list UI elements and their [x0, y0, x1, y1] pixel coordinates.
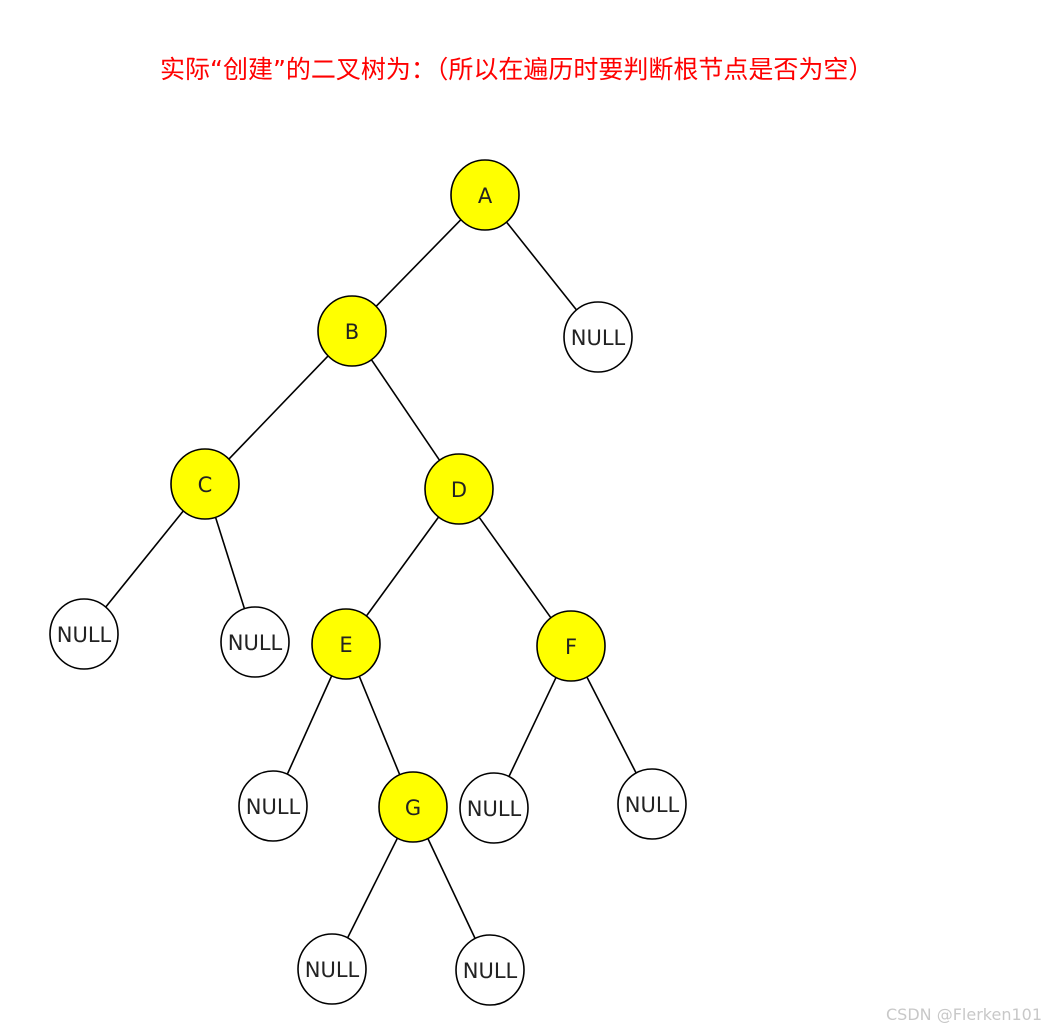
node-label: NULL [57, 623, 112, 647]
null-node: NULL [220, 606, 290, 678]
node-circle [424, 453, 494, 525]
node-circle [459, 772, 529, 844]
node-circle [170, 448, 240, 520]
node-label: D [451, 478, 467, 502]
node-label: NULL [571, 326, 626, 350]
node-circle [455, 934, 525, 1006]
node-label: A [478, 184, 493, 208]
edge-C-nC2 [214, 516, 246, 610]
node-label: E [339, 633, 352, 657]
node-label: B [345, 320, 359, 344]
tree-node-G: G [378, 771, 448, 843]
edge-G-nG1 [346, 837, 399, 939]
edge-B-D [370, 358, 441, 462]
node-label: NULL [463, 959, 518, 983]
node-label: F [565, 635, 577, 659]
tree-node-C: C [170, 448, 240, 520]
node-circle [317, 295, 387, 367]
edge-D-E [365, 516, 440, 617]
node-circle [49, 598, 119, 670]
node-circle [220, 606, 290, 678]
node-label: C [198, 473, 213, 497]
node-circle [238, 770, 308, 842]
edge-F-nF1 [507, 676, 558, 778]
node-circle [563, 301, 633, 373]
null-node: NULL [459, 772, 529, 844]
node-circle [617, 768, 687, 840]
node-circle [311, 608, 381, 680]
null-node: NULL [49, 598, 119, 670]
edge-A-nA [505, 221, 578, 311]
edge-D-F [478, 516, 552, 619]
edge-C-nC1 [104, 509, 185, 609]
tree-node-F: F [536, 610, 606, 682]
node-circle [297, 933, 367, 1005]
null-node: NULL [455, 934, 525, 1006]
edge-F-nF2 [585, 675, 638, 775]
node-label: G [405, 796, 421, 820]
node-label: NULL [625, 793, 680, 817]
node-label: NULL [246, 795, 301, 819]
tree-node-A: A [450, 159, 520, 231]
node-label: NULL [228, 631, 283, 655]
node-circle [378, 771, 448, 843]
null-node: NULL [297, 933, 367, 1005]
edge-G-nG2 [426, 837, 477, 940]
tree-node-E: E [311, 608, 381, 680]
null-node: NULL [563, 301, 633, 373]
edge-A-B [375, 218, 462, 308]
null-node: NULL [617, 768, 687, 840]
edge-E-nE [286, 674, 333, 776]
edge-B-C [227, 354, 330, 461]
node-label: NULL [467, 797, 522, 821]
diagram-title: 实际“创建”的二叉树为：（所以在遍历时要判断根节点是否为空） [160, 55, 874, 84]
node-label: NULL [305, 958, 360, 982]
tree-node-D: D [424, 453, 494, 525]
watermark: CSDN @Flerken101 [886, 1005, 1042, 1024]
node-circle [536, 610, 606, 682]
tree-node-B: B [317, 295, 387, 367]
null-node: NULL [238, 770, 308, 842]
node-circle [450, 159, 520, 231]
edge-E-G [358, 675, 401, 776]
